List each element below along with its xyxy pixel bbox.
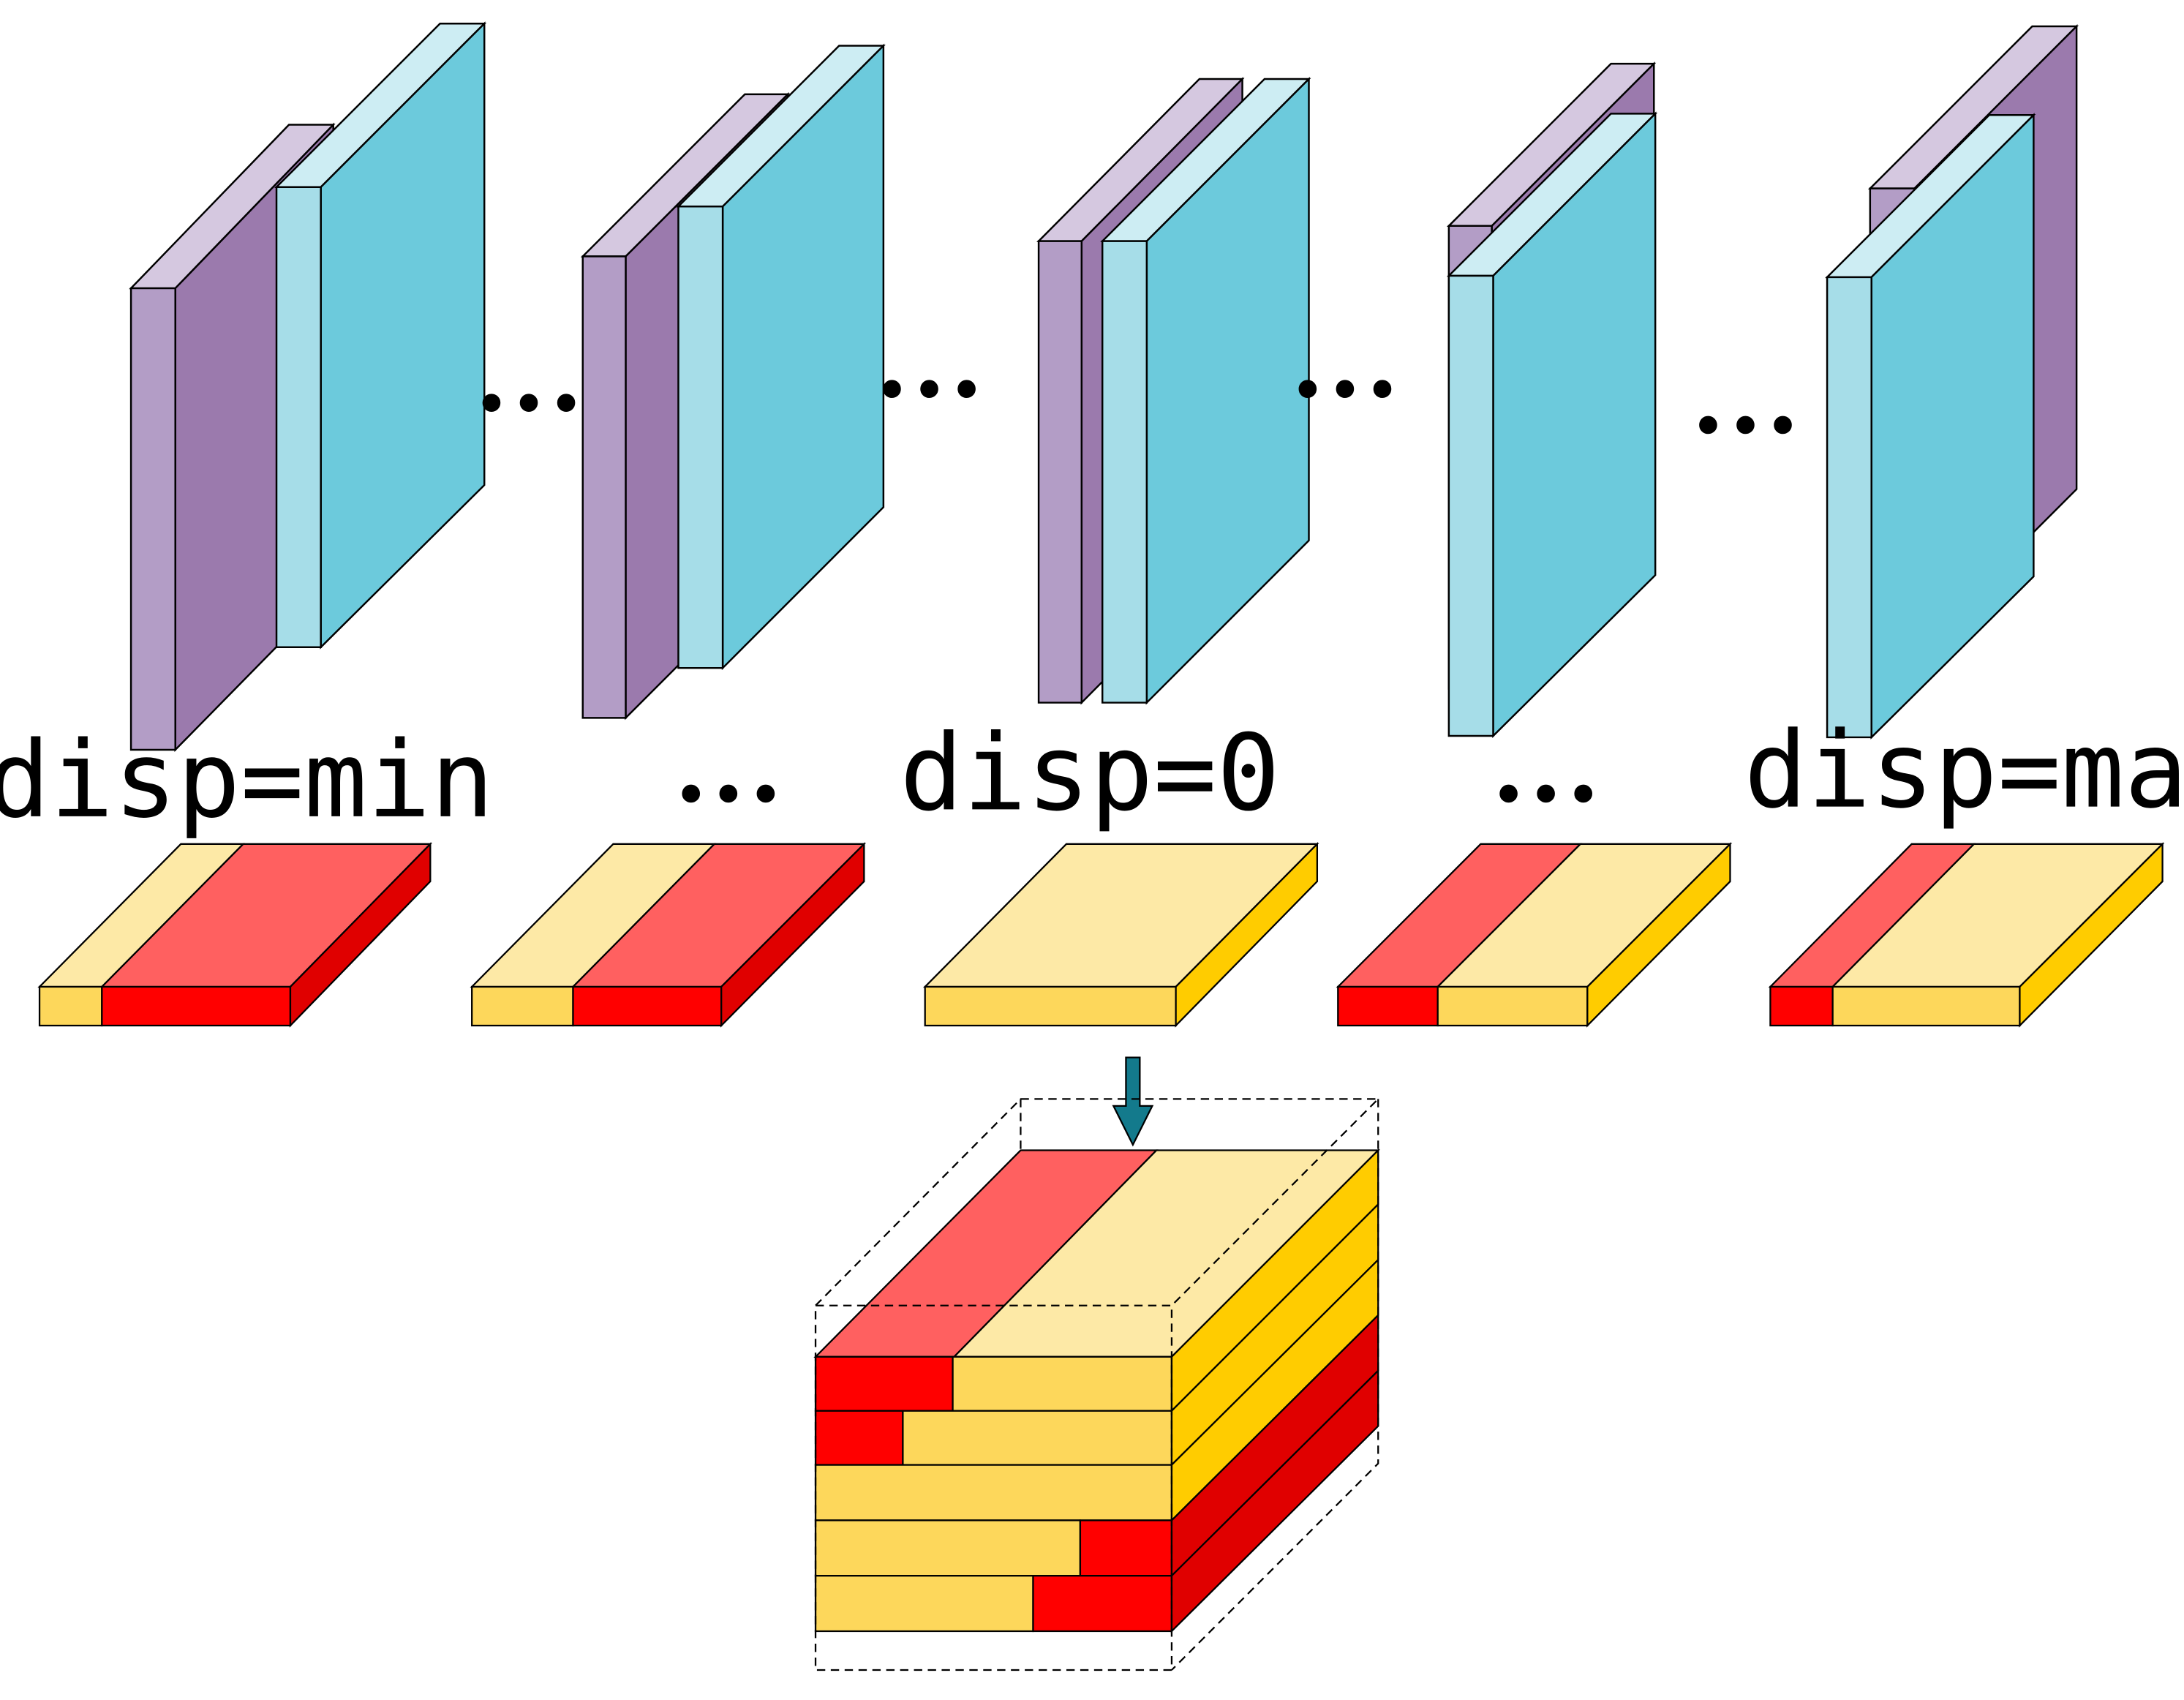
feature-pair-2 (580, 43, 886, 721)
cost-slice-disp-zero (922, 842, 1319, 1028)
label-disp-min: disp=min (0, 718, 494, 841)
feature-pair-disp-zero (1036, 77, 1311, 705)
down-arrow (1112, 1056, 1154, 1147)
right-feature-map (1100, 77, 1311, 705)
ellipsis-3: … (1289, 298, 1401, 421)
label-disp-max: disp=max (1744, 709, 2184, 832)
cost-slice-disp-max (1768, 842, 2165, 1028)
cost-volume (813, 1148, 1380, 1633)
ellipsis-5: … (673, 702, 784, 825)
cost-slice-2 (470, 842, 867, 1028)
cost-volume-dashed-frame (814, 1098, 1380, 1671)
right-feature-map (274, 21, 487, 650)
ellipsis-4: … (1690, 334, 1801, 456)
right-feature-map (676, 43, 886, 671)
cost-volume-layer-3 (814, 1257, 1379, 1523)
ellipsis-6: … (1491, 702, 1602, 825)
right-feature-map (1446, 111, 1658, 738)
label-disp-zero: disp=0 (900, 711, 1280, 834)
cost-slice-4 (1336, 842, 1733, 1028)
right-feature-map (1825, 113, 2036, 740)
feature-pair-4 (1446, 61, 1658, 738)
feature-pair-disp-min (129, 21, 487, 752)
feature-pair-disp-max (1825, 24, 2079, 740)
cost-slice-disp-min (37, 842, 433, 1028)
ellipsis-1: … (473, 312, 584, 435)
ellipsis-2: … (874, 298, 985, 421)
